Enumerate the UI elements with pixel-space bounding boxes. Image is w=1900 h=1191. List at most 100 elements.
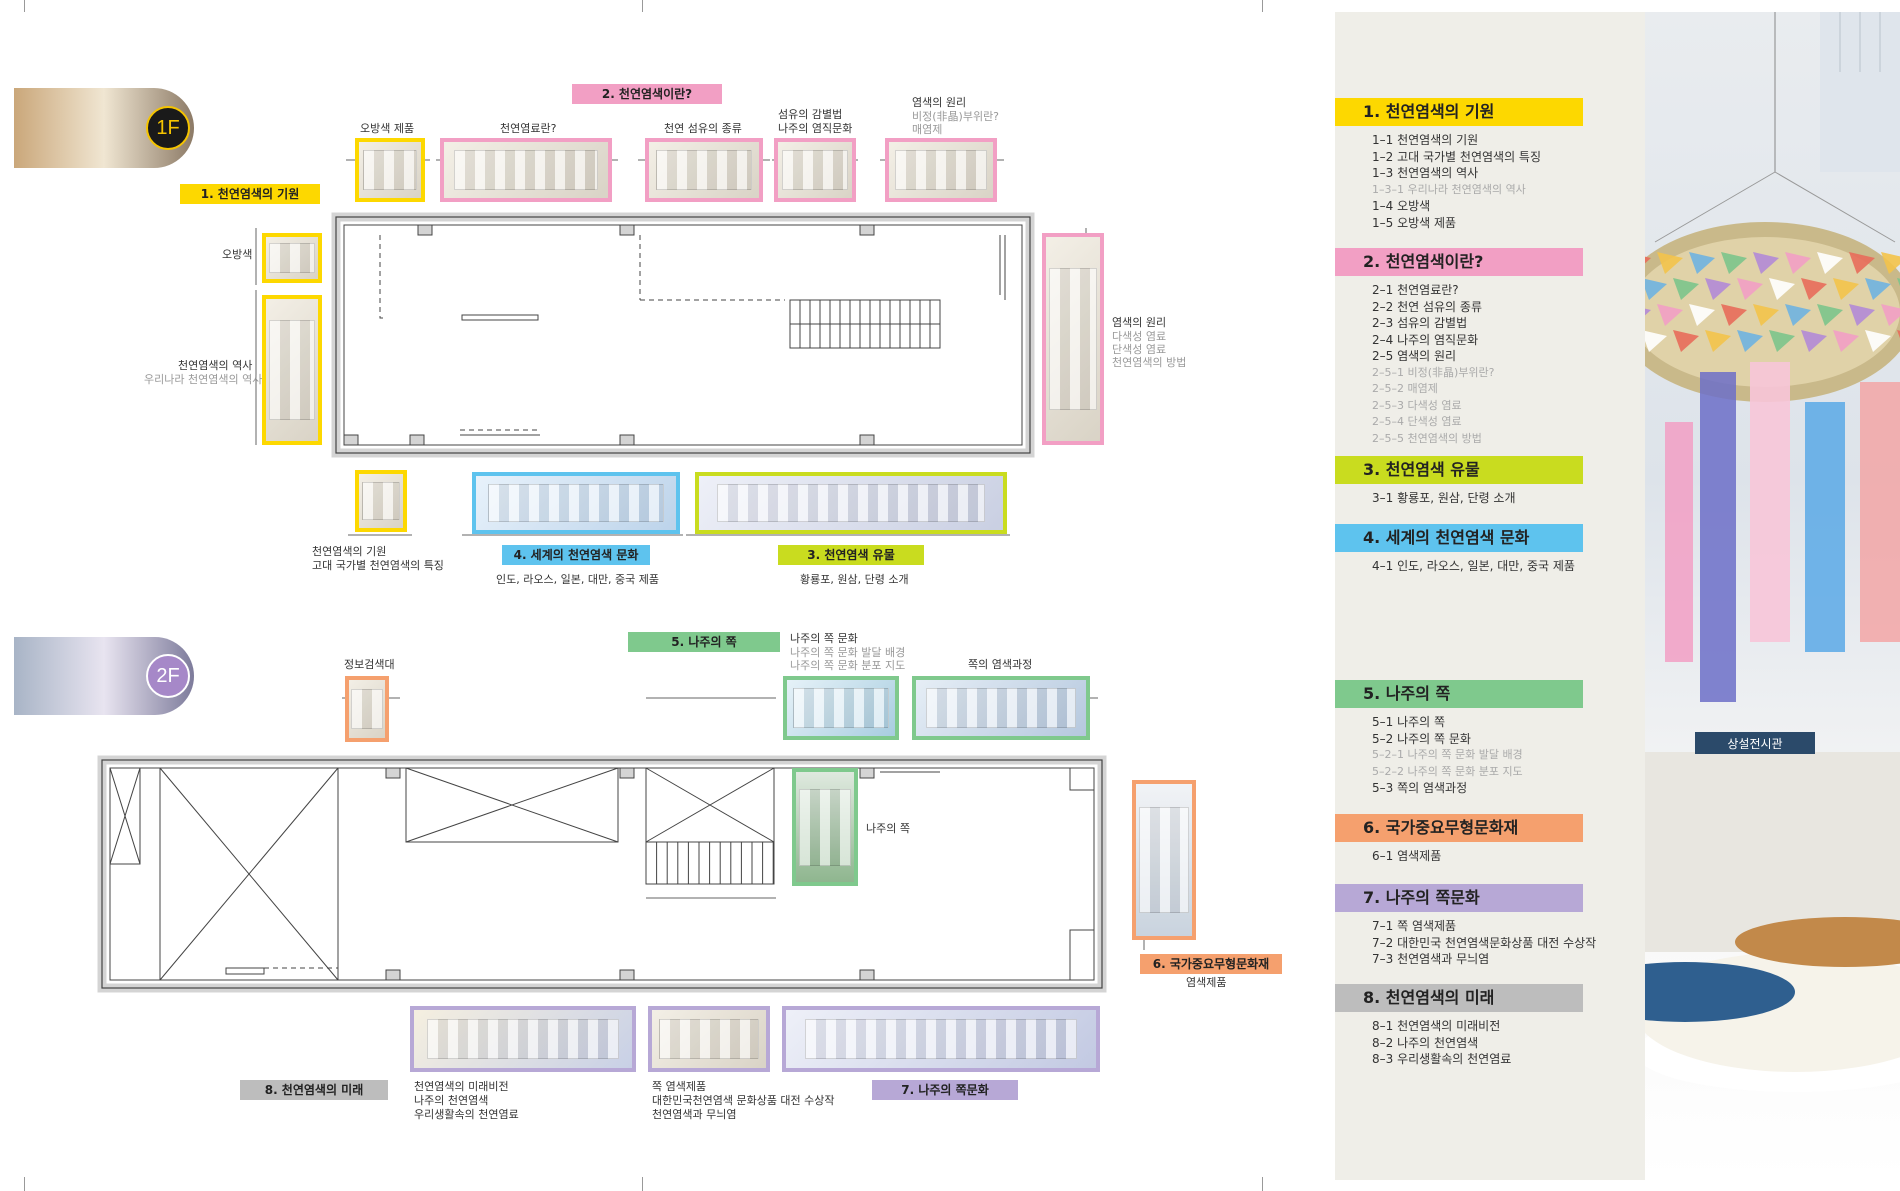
label-jjok-1: 쪽 염색제품 — [652, 1080, 707, 1093]
index-section-title: 6. 국가중요무형문화재 — [1335, 814, 1583, 842]
label-jjok-3: 천연염색과 무늬염 — [652, 1108, 737, 1121]
index-item: 1–5 오방색 제품 — [1372, 215, 1457, 230]
index-item: 2–5–4 단색성 염료 — [1372, 415, 1462, 428]
tag-heritage: 6. 국가중요무형문화재 — [1140, 954, 1282, 974]
floor-2-interior — [109, 767, 1094, 981]
crop-mark — [1262, 0, 1263, 12]
exhibit-world-culture[interactable] — [472, 472, 680, 534]
label-dye-principle-top-sub1: 비정(非晶)부위란? — [912, 110, 1000, 123]
index-section-title: 5. 나주의 쪽 — [1335, 680, 1583, 708]
exhibit-jjok-culture-bottom[interactable] — [782, 1006, 1100, 1072]
lobby-photo-art: 상설전시관 — [1645, 12, 1900, 1092]
index-item: 8–1 천연염색의 미래비전 — [1372, 1019, 1501, 1033]
label-right-sub2: 단색성 염료 — [1112, 343, 1167, 356]
index-item: 7–2 대한민국 천연염색문화상품 대전 수상작 — [1372, 935, 1597, 950]
index-section-title: 8. 천연염색의 미래 — [1335, 984, 1583, 1012]
index-section-title: 3. 천연염색 유물 — [1335, 456, 1583, 484]
floor-2-stairs — [645, 841, 775, 885]
exhibit-relics[interactable] — [695, 472, 1007, 534]
index-item: 4–1 인도, 라오스, 일본, 대만, 중국 제품 — [1372, 559, 1575, 573]
index-section-title: 4. 세계의 천연염색 문화 — [1335, 524, 1583, 552]
label-jjok-process: 쪽의 염색과정 — [968, 658, 1033, 671]
label-info-kiosk: 정보검색대 — [344, 658, 395, 671]
index-section-title: 1. 천연염색의 기원 — [1335, 98, 1583, 126]
label-jjok-culture-sub2: 나주의 쪽 문화 분포 지도 — [790, 659, 906, 672]
floor-2-pillars — [385, 767, 875, 981]
index-section-title: 7. 나주의 쪽문화 — [1335, 884, 1583, 912]
label-dye-principle-top: 염색의 원리 — [912, 96, 967, 109]
exhibit-what-dye[interactable] — [440, 138, 612, 202]
tag-world-culture: 4. 세계의 천연염색 문화 — [502, 545, 650, 565]
exhibit-obangsaek[interactable] — [262, 233, 322, 283]
index-item: 5–1 나주의 쪽 — [1372, 715, 1446, 729]
index-item: 8–3 우리생활속의 천연염료 — [1372, 1052, 1512, 1066]
index-item: 2–3 섬유의 감별법 — [1372, 316, 1468, 330]
exhibit-origin-bottom[interactable] — [355, 470, 407, 532]
label-fiber-id: 섬유의 감별법 — [778, 108, 843, 121]
index-section-title: 2. 천연염색이란? — [1335, 248, 1583, 276]
exhibit-heritage[interactable] — [1132, 780, 1196, 940]
index-item: 5–3 쪽의 염색과정 — [1372, 781, 1468, 795]
index-item: 1–3 천연염색의 역사 — [1372, 166, 1479, 180]
exhibit-info-kiosk[interactable] — [345, 676, 389, 742]
index-item: 2–4 나주의 염직문화 — [1372, 332, 1479, 347]
index-item: 7–3 천연염색과 무늬염 — [1372, 952, 1490, 966]
index-item: 2–5–5 천연염색의 방법 — [1372, 431, 1482, 445]
label-jjok-culture-title: 나주의 쪽 문화 — [790, 632, 858, 645]
index-item: 1–3–1 우리나라 천연염색의 역사 — [1372, 182, 1526, 196]
label-bottom-origin-2: 고대 국가별 천연염색의 특징 — [312, 559, 444, 572]
tag-relics: 3. 천연염색 유물 — [778, 545, 924, 565]
floor-1-pillars — [343, 224, 875, 446]
index-item: 6–1 염색제품 — [1372, 849, 1442, 863]
label-future-2: 나주의 천연염색 — [414, 1094, 489, 1107]
label-heritage-desc: 염색제품 — [1186, 976, 1227, 989]
tag-future: 8. 천연염색의 미래 — [240, 1080, 388, 1100]
label-naju-weaving: 나주의 염직문화 — [778, 122, 853, 135]
tag-what-is-natural-dye: 2. 천연염색이란? — [572, 84, 722, 104]
index-item: 2–2 천연 섬유의 종류 — [1372, 299, 1482, 314]
index-item: 1–4 오방색 — [1372, 199, 1431, 213]
label-obangsaek-products: 오방색 제품 — [360, 122, 415, 135]
tag-origin: 1. 천연염색의 기원 — [180, 184, 320, 204]
floor-1-number: 1F — [146, 106, 190, 150]
exhibit-fiber-types[interactable] — [645, 138, 763, 202]
label-right-principle: 염색의 원리 — [1112, 316, 1167, 329]
floor-2-badge: 2F — [14, 637, 194, 715]
floor-2-number: 2F — [146, 654, 190, 698]
exhibit-fiber-id[interactable] — [774, 138, 856, 202]
index-item: 2–5–3 다색성 염료 — [1372, 398, 1462, 412]
crop-mark — [1262, 1177, 1263, 1191]
label-jjok-culture-sub1: 나주의 쪽 문화 발달 배경 — [790, 646, 906, 659]
floor-1-stairs — [789, 299, 941, 349]
label-future-1: 천연염색의 미래비전 — [414, 1080, 509, 1093]
exhibit-future[interactable] — [410, 1006, 636, 1072]
floor-1-badge: 1F — [14, 88, 194, 168]
floor-1-walls — [331, 212, 1035, 458]
index-item: 2–5 염색의 원리 — [1372, 349, 1457, 363]
exhibit-jjok-process[interactable] — [912, 676, 1090, 740]
label-bottom-origin-1: 천연염색의 기원 — [312, 545, 387, 558]
lobby-photo: 상설전시관 — [1645, 12, 1900, 1180]
crop-mark — [24, 0, 25, 12]
exhibit-right-principle[interactable] — [1042, 233, 1104, 445]
label-dye-principle-top-sub2: 매염제 — [912, 123, 943, 136]
exhibit-jjok-products[interactable] — [648, 1006, 770, 1072]
index-item: 2–1 천연염료란? — [1372, 283, 1459, 297]
index-item: 2–5–1 비정(非晶)부위란? — [1372, 365, 1495, 379]
index-item: 5–2–1 나주의 쪽 문화 발달 배경 — [1372, 748, 1523, 761]
label-history-sub: 우리나라 천연염색의 역사 — [144, 373, 263, 386]
exhibit-jjok-culture[interactable] — [783, 676, 899, 740]
exhibit-dye-principle-top[interactable] — [885, 138, 997, 202]
label-fiber-types: 천연 섬유의 종류 — [664, 122, 742, 135]
index-item: 2–5–2 매염제 — [1372, 382, 1438, 395]
floor-plans-svg — [97, 159, 1145, 993]
lobby-sign: 상설전시관 — [1727, 737, 1782, 751]
exhibit-naju-jjok[interactable] — [792, 768, 858, 886]
label-jjok-2: 대한민국천연염색 문화상품 대전 수상작 — [652, 1094, 835, 1107]
crop-mark — [24, 1177, 25, 1191]
index-item: 1–2 고대 국가별 천연염색의 특징 — [1372, 149, 1542, 164]
index-item: 1–1 천연염색의 기원 — [1372, 133, 1479, 147]
index-item: 8–2 나주의 천연염색 — [1372, 1035, 1479, 1050]
exhibit-obangsaek-products[interactable] — [355, 138, 425, 202]
exhibit-history[interactable] — [262, 295, 322, 445]
